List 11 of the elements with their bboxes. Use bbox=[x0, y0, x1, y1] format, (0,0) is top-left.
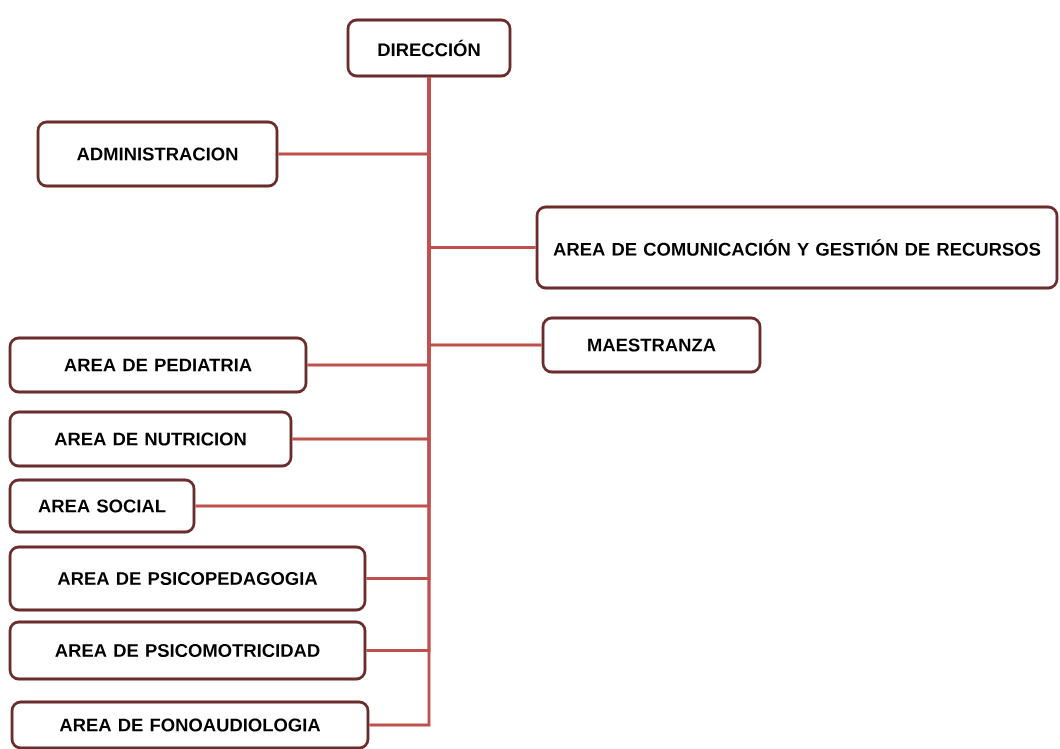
org-box: AREA DE PSICOPEDAGOGIA bbox=[8, 545, 367, 612]
org-box: AREA DE FONOAUDIOLOGIA bbox=[10, 700, 370, 749]
org-box: ADMINISTRACION bbox=[36, 120, 279, 188]
org-box: AREA SOCIAL bbox=[8, 478, 196, 534]
org-box: MAESTRANZA bbox=[541, 316, 762, 374]
org-box: AREA DE PEDIATRIA bbox=[8, 336, 308, 394]
org-box: AREA DE NUTRICION bbox=[8, 410, 293, 468]
org-box: AREA DE COMUNICACIÓN Y GESTIÓN DE RECURSOS bbox=[535, 205, 1059, 290]
org-box: AREA DE PSICOMOTRICIDAD bbox=[8, 620, 367, 681]
org-box: DIRECCIÓN bbox=[346, 18, 512, 78]
connector-line bbox=[369, 77, 431, 727]
